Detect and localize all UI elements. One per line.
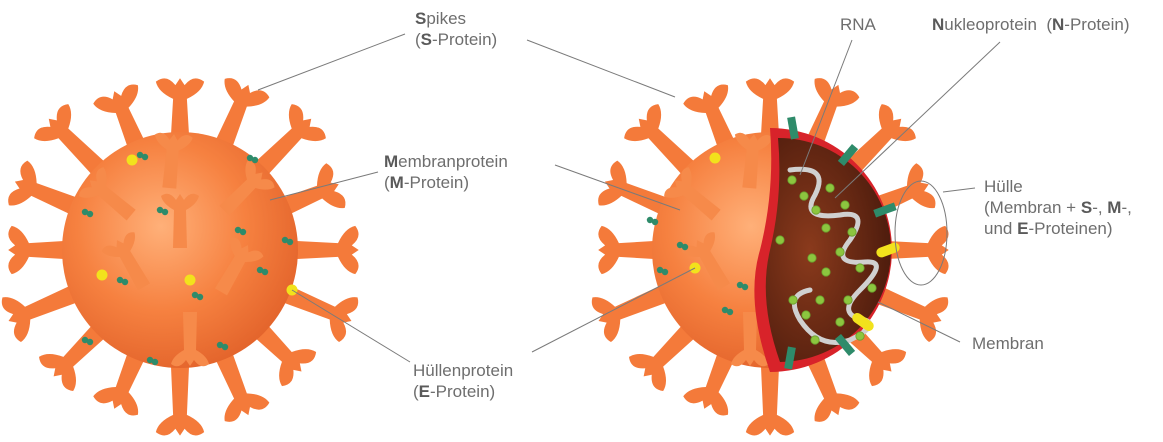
e-protein xyxy=(97,270,108,281)
nucleoprotein xyxy=(802,311,810,319)
m-protein xyxy=(152,359,158,365)
leader-huelle xyxy=(943,188,975,192)
nucleoprotein xyxy=(826,184,834,192)
nucleoprotein xyxy=(789,296,797,304)
spike xyxy=(8,226,68,274)
e-protein xyxy=(127,155,138,166)
nucleoprotein xyxy=(812,206,820,214)
right-virus xyxy=(589,76,950,436)
leader-spikes-left xyxy=(258,34,405,90)
nucleoprotein xyxy=(776,236,784,244)
nucleoprotein xyxy=(800,192,808,200)
spike xyxy=(746,362,794,436)
left-virus xyxy=(0,76,361,436)
m-protein xyxy=(727,309,733,315)
nucleoprotein xyxy=(856,264,864,272)
label-rna: RNA xyxy=(840,14,876,35)
nucleoprotein xyxy=(836,318,844,326)
nucleoprotein xyxy=(822,224,830,232)
nucleoprotein xyxy=(848,228,856,236)
m-protein xyxy=(652,219,658,225)
virus-body xyxy=(62,132,298,368)
spike xyxy=(156,362,204,436)
m-protein xyxy=(87,211,93,217)
e-protein xyxy=(185,275,196,286)
spike xyxy=(156,78,204,138)
nucleoprotein xyxy=(822,268,830,276)
nucleoprotein xyxy=(788,176,796,184)
nucleoprotein xyxy=(844,296,852,304)
m-protein xyxy=(222,344,228,350)
label-huelle: Hülle (Membran + S-, M-, und E-Proteinen… xyxy=(984,176,1132,239)
nucleoprotein xyxy=(816,296,824,304)
nucleoprotein xyxy=(836,248,844,256)
m-protein xyxy=(287,239,293,245)
m-protein xyxy=(262,269,268,275)
spike xyxy=(598,226,658,274)
m-protein xyxy=(122,279,128,285)
nucleoprotein xyxy=(841,201,849,209)
m-protein xyxy=(240,229,246,235)
nucleoprotein xyxy=(808,254,816,262)
nucleoprotein xyxy=(868,284,876,292)
m-protein xyxy=(162,209,168,215)
leader-spikes-right xyxy=(527,40,675,97)
spike xyxy=(292,226,359,274)
label-membranprotein: Membranprotein (M-Protein) xyxy=(384,151,508,193)
m-protein xyxy=(87,339,93,345)
m-protein xyxy=(662,269,668,275)
m-protein xyxy=(197,294,203,300)
e-protein xyxy=(710,153,721,164)
nucleoprotein xyxy=(856,332,864,340)
m-protein xyxy=(142,154,148,160)
nucleoprotein xyxy=(811,336,819,344)
m-protein xyxy=(742,284,748,290)
label-spikes: Spikes (S-Protein) xyxy=(415,8,497,50)
label-huellenprotein: Hüllenprotein (E-Protein) xyxy=(413,360,513,402)
m-protein xyxy=(682,244,688,250)
label-nukleoprotein: Nukleoprotein (N-Protein) xyxy=(932,14,1129,35)
spike xyxy=(746,78,794,138)
label-membran: Membran xyxy=(972,333,1044,354)
m-protein xyxy=(252,157,258,163)
